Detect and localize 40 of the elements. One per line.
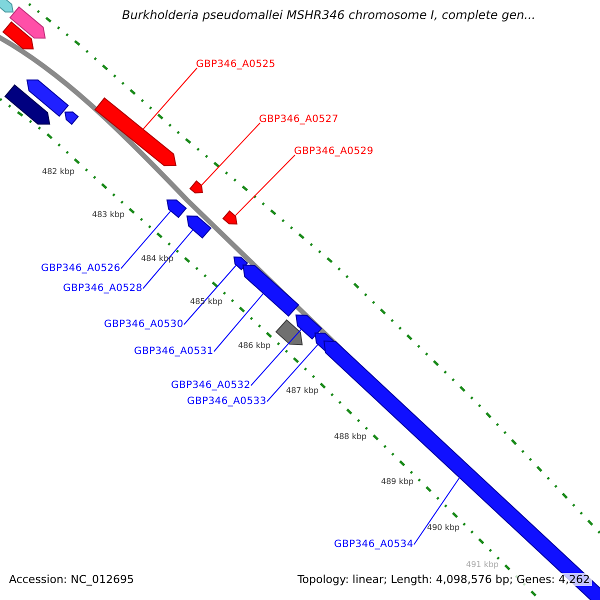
scale-label: 490 kbp (427, 523, 460, 532)
gene-bar (234, 257, 248, 270)
gene-bar (223, 210, 238, 224)
gene-label: GBP346_A0528 (63, 283, 142, 294)
leader-line (184, 264, 237, 325)
gene-bar (190, 181, 203, 194)
gene-bar (95, 98, 176, 166)
gene-bar (167, 200, 186, 217)
leader-line (142, 68, 198, 130)
gene-bar (296, 314, 322, 339)
scale-label: 488 kbp (334, 432, 367, 441)
gene-label: GBP346_A0527 (259, 114, 338, 125)
scale-label: 485 kbp (190, 297, 223, 306)
scale-label: 483 kbp (92, 210, 125, 219)
gene-label: GBP346_A0529 (294, 146, 374, 157)
leader-line (266, 344, 318, 402)
gene-label: GBP346_A0530 (104, 319, 184, 330)
leader-line (414, 476, 460, 545)
title: Burkholderia pseudomallei MSHR346 chromosome I, complete gen... (122, 8, 536, 22)
gene-label: GBP346_A0532 (171, 380, 250, 391)
leader-line (200, 122, 260, 186)
leader-line (142, 229, 194, 289)
gene-label: GBP346_A0534 (334, 539, 414, 550)
gene-bar (187, 216, 212, 238)
scale-label: 487 kbp (286, 386, 319, 395)
gene-bar (242, 265, 298, 316)
gene-label: GBP346_A0526 (41, 263, 120, 274)
gene-label: GBP346_A0533 (187, 396, 266, 407)
accession-text: Accession: NC_012695 (9, 573, 134, 586)
scale-label: 482 kbp (42, 167, 75, 176)
leader-line (214, 293, 264, 352)
scale-label: 491 kbp (466, 560, 499, 569)
gene-label: GBP346_A0525 (196, 59, 276, 70)
leader-line (120, 210, 172, 269)
leader-line (250, 328, 302, 386)
scale-label: 489 kbp (381, 477, 414, 486)
gene-label: GBP346_A0531 (134, 346, 214, 357)
leader-line (235, 154, 296, 216)
scale-label: 486 kbp (238, 341, 271, 350)
summary-text: Topology: linear; Length: 4,098,576 bp; Genes: 4,262 (295, 573, 592, 586)
